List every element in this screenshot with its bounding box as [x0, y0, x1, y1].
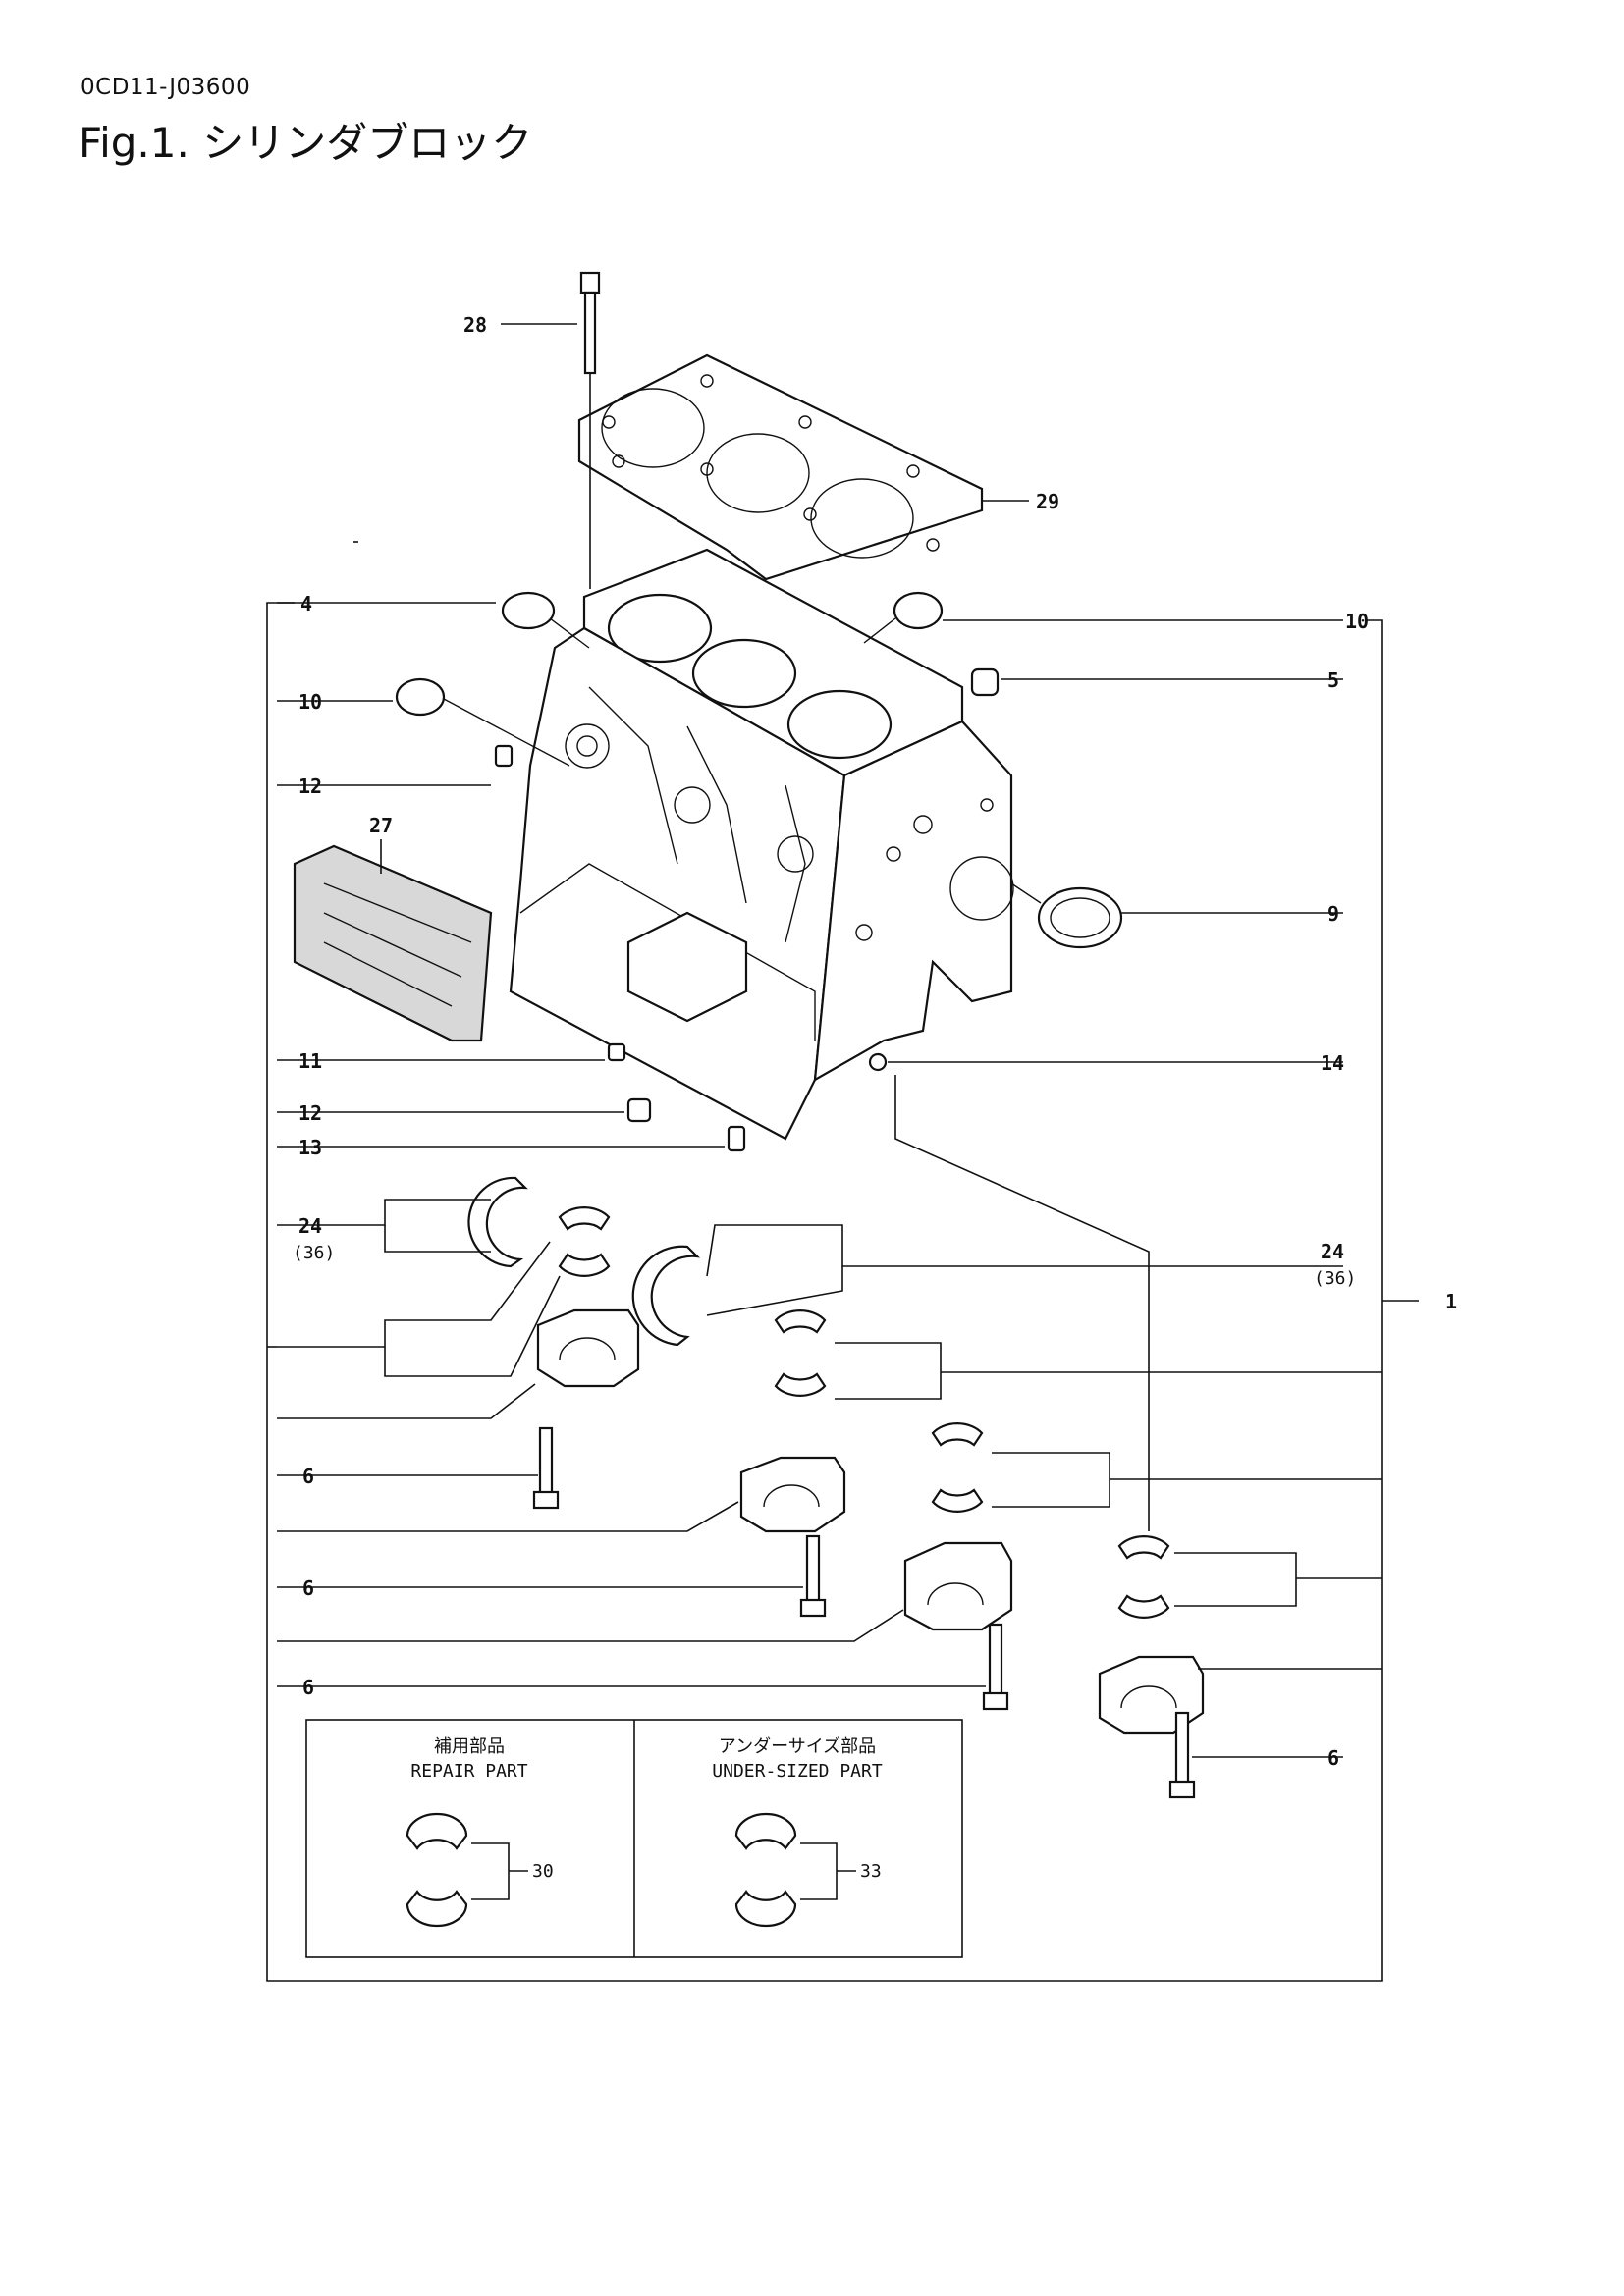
main-bearings-2 [277, 1309, 1382, 1618]
plug-14 [868, 1052, 1343, 1072]
callout-right-6: 6 [1327, 1746, 1339, 1770]
callout-right-14: 14 [1321, 1051, 1344, 1075]
callout-28: 28 [463, 313, 487, 337]
plug-13 [277, 1125, 746, 1152]
main-bearings-3 [277, 1422, 1382, 1711]
callout-left-24-qty: (36) [293, 1243, 335, 1263]
baffle-plate [293, 839, 493, 1042]
plug-12-bottom [277, 1097, 652, 1123]
callout-left-24: 24 [298, 1214, 322, 1238]
figure-title: Fig.1. シリンダブロック [79, 119, 533, 167]
thrust-washer-left [277, 1176, 528, 1268]
callout-left-6b: 6 [302, 1576, 314, 1600]
expansion-plug-4 [277, 591, 590, 649]
callout-left-12a: 12 [298, 774, 322, 798]
callout-left-12b: 12 [298, 1101, 322, 1125]
drawing-code: 0CD11-J03600 [81, 75, 251, 100]
head-gasket [577, 353, 1029, 581]
callout-left-10: 10 [298, 690, 322, 714]
callout-left-11: 11 [298, 1049, 322, 1073]
head-bolt [501, 271, 601, 589]
repair-part-jp: 補用部品 [434, 1736, 505, 1757]
callout-right-10: 10 [1345, 610, 1369, 633]
main-bearings-4 [1098, 1535, 1382, 1799]
callout-right-5: 5 [1327, 668, 1339, 692]
callout-29: 29 [1036, 490, 1059, 513]
parts-inset-box: 補用部品 REPAIR PART アンダーサイズ部品 UNDER-SIZED P… [305, 1719, 963, 1958]
undersized-part-en: UNDER-SIZED PART [712, 1761, 883, 1782]
callout-left-13: 13 [298, 1136, 322, 1159]
callout-right-24-qty: (36) [1314, 1268, 1356, 1289]
undersized-part-number: 33 [860, 1861, 882, 1882]
plug-5 [970, 667, 1343, 697]
callout-right-24: 24 [1321, 1240, 1344, 1263]
repair-part-number: 30 [532, 1861, 554, 1882]
callout-27: 27 [369, 814, 393, 837]
thrust-washer-right [631, 1224, 1343, 1347]
undersized-part-jp: アンダーサイズ部品 [719, 1736, 876, 1757]
callout-right-9: 9 [1327, 902, 1339, 926]
plug-12-top [277, 744, 514, 786]
callout-1: 1 [1445, 1290, 1457, 1313]
cylinder-block [509, 548, 1014, 1141]
plug-11 [277, 1042, 626, 1062]
callout-left-4: 4 [300, 592, 312, 615]
repair-part-en: REPAIR PART [410, 1761, 527, 1782]
main-bearings-1 [277, 1206, 640, 1510]
expansion-plug-10-right [863, 591, 1343, 644]
callout-left-6a: 6 [302, 1465, 314, 1488]
assembly-frame [266, 602, 1419, 1982]
bushing-9 [1010, 882, 1343, 949]
expansion-plug-10-left [277, 677, 570, 767]
callout-left-6c: 6 [302, 1676, 314, 1699]
